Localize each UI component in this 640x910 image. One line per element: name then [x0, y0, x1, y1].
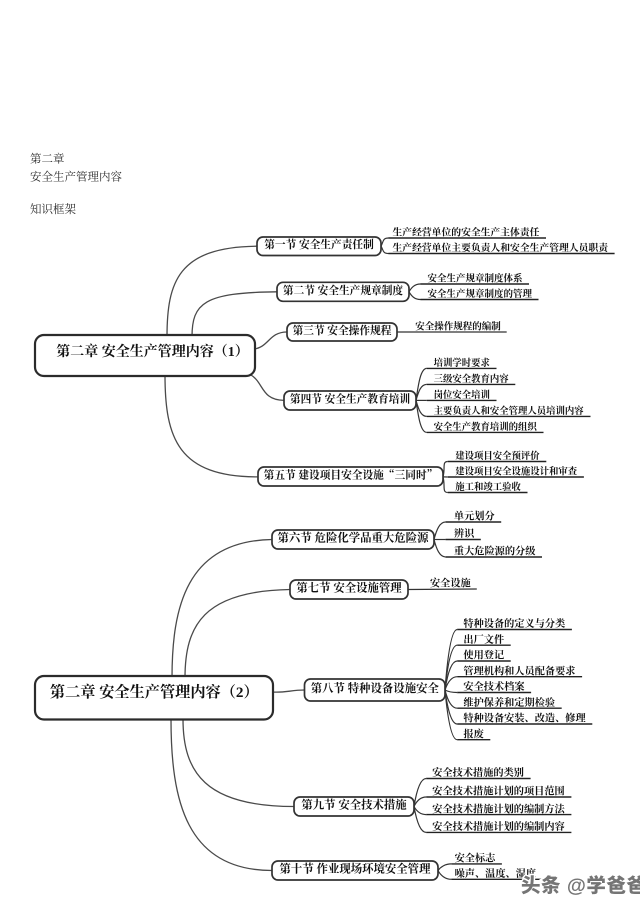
- svg-text:报废: 报废: [463, 727, 483, 740]
- svg-text:安全生产管理内容: 安全生产管理内容: [30, 170, 122, 184]
- svg-text:安全生产规章制度体系: 安全生产规章制度体系: [428, 273, 524, 285]
- svg-text:第十节 作业现场环境安全管理: 第十节 作业现场环境安全管理: [280, 862, 432, 876]
- svg-text:安全技术档案: 安全技术档案: [463, 680, 525, 693]
- svg-text:第六节 危险化学品重大危险源: 第六节 危险化学品重大危险源: [278, 531, 430, 545]
- svg-text:岗位安全培训: 岗位安全培训: [434, 389, 490, 401]
- svg-text:三级安全教育内容: 三级安全教育内容: [434, 373, 510, 385]
- svg-text:特种设备安装、改造、修理: 特种设备安装、改造、修理: [463, 712, 586, 725]
- svg-text:第四节 安全生产教育培训: 第四节 安全生产教育培训: [290, 393, 411, 406]
- svg-text:主要负责人和安全管理人员培训内容: 主要负责人和安全管理人员培训内容: [434, 405, 585, 417]
- svg-text:知识框架: 知识框架: [30, 202, 76, 216]
- svg-text:安全技术措施计划的编制内容: 安全技术措施计划的编制内容: [432, 820, 564, 833]
- svg-text:使用登记: 使用登记: [463, 649, 504, 662]
- svg-text:出厂文件: 出厂文件: [463, 633, 504, 646]
- svg-text:第二节 安全生产规章制度: 第二节 安全生产规章制度: [283, 284, 404, 297]
- svg-text:建设项目安全预评价: 建设项目安全预评价: [455, 450, 540, 462]
- svg-text:生产经营单位的安全生产主体责任: 生产经营单位的安全生产主体责任: [393, 226, 540, 239]
- svg-text:施工和竣工验收: 施工和竣工验收: [455, 481, 521, 493]
- svg-text:第七节 安全设施管理: 第七节 安全设施管理: [296, 581, 402, 595]
- svg-text:特种设备的定义与分类: 特种设备的定义与分类: [463, 617, 565, 630]
- svg-text:安全技术措施计划的编制方法: 安全技术措施计划的编制方法: [432, 802, 565, 815]
- svg-text:第九节 安全技术措施: 第九节 安全技术措施: [301, 798, 407, 812]
- svg-text:安全技术措施计划的项目范围: 安全技术措施计划的项目范围: [432, 785, 564, 798]
- svg-text:第一节 安全生产责任制: 第一节 安全生产责任制: [264, 238, 374, 251]
- svg-text:建设项目安全设施设计和审查: 建设项目安全设施设计和审查: [455, 466, 578, 478]
- svg-text:生产经营单位主要负责人和安全生产管理人员职责: 生产经营单位主要负责人和安全生产管理人员职责: [393, 241, 610, 254]
- svg-text:噪声、温度、湿度: 噪声、温度、湿度: [455, 867, 536, 880]
- svg-text:第八节 特种设备设施安全: 第八节 特种设备设施安全: [311, 681, 440, 695]
- svg-text:第二章: 第二章: [30, 152, 65, 166]
- svg-text:重大危险源的分级: 重大危险源的分级: [454, 545, 536, 558]
- svg-text:安全生产规章制度的管理: 安全生产规章制度的管理: [428, 288, 533, 300]
- svg-text:安全技术措施的类别: 安全技术措施的类别: [432, 766, 524, 779]
- svg-text:第二章 安全生产管理内容（2）: 第二章 安全生产管理内容（2）: [50, 683, 259, 701]
- svg-text:第五节 建设项目安全设施“三同时”: 第五节 建设项目安全设施“三同时”: [264, 468, 438, 483]
- svg-text:培训学时要求: 培训学时要求: [434, 357, 490, 369]
- svg-text:头条 @学爸爸: 头条 @学爸爸: [521, 874, 640, 897]
- svg-text:管理机构和人员配备要求: 管理机构和人员配备要求: [463, 664, 575, 677]
- svg-text:维护保养和定期检验: 维护保养和定期检验: [463, 696, 555, 709]
- svg-text:安全设施: 安全设施: [430, 577, 471, 590]
- svg-text:单元划分: 单元划分: [454, 510, 496, 523]
- svg-text:第二章 安全生产管理内容（1）: 第二章 安全生产管理内容（1）: [56, 343, 249, 360]
- svg-text:安全操作规程的编制: 安全操作规程的编制: [415, 321, 501, 333]
- svg-text:安全标志: 安全标志: [455, 852, 497, 865]
- svg-text:辨识: 辨识: [454, 527, 475, 540]
- svg-text:安全生产教育培训的组织: 安全生产教育培训的组织: [434, 421, 539, 433]
- svg-text:第三节 安全操作规程: 第三节 安全操作规程: [293, 324, 392, 337]
